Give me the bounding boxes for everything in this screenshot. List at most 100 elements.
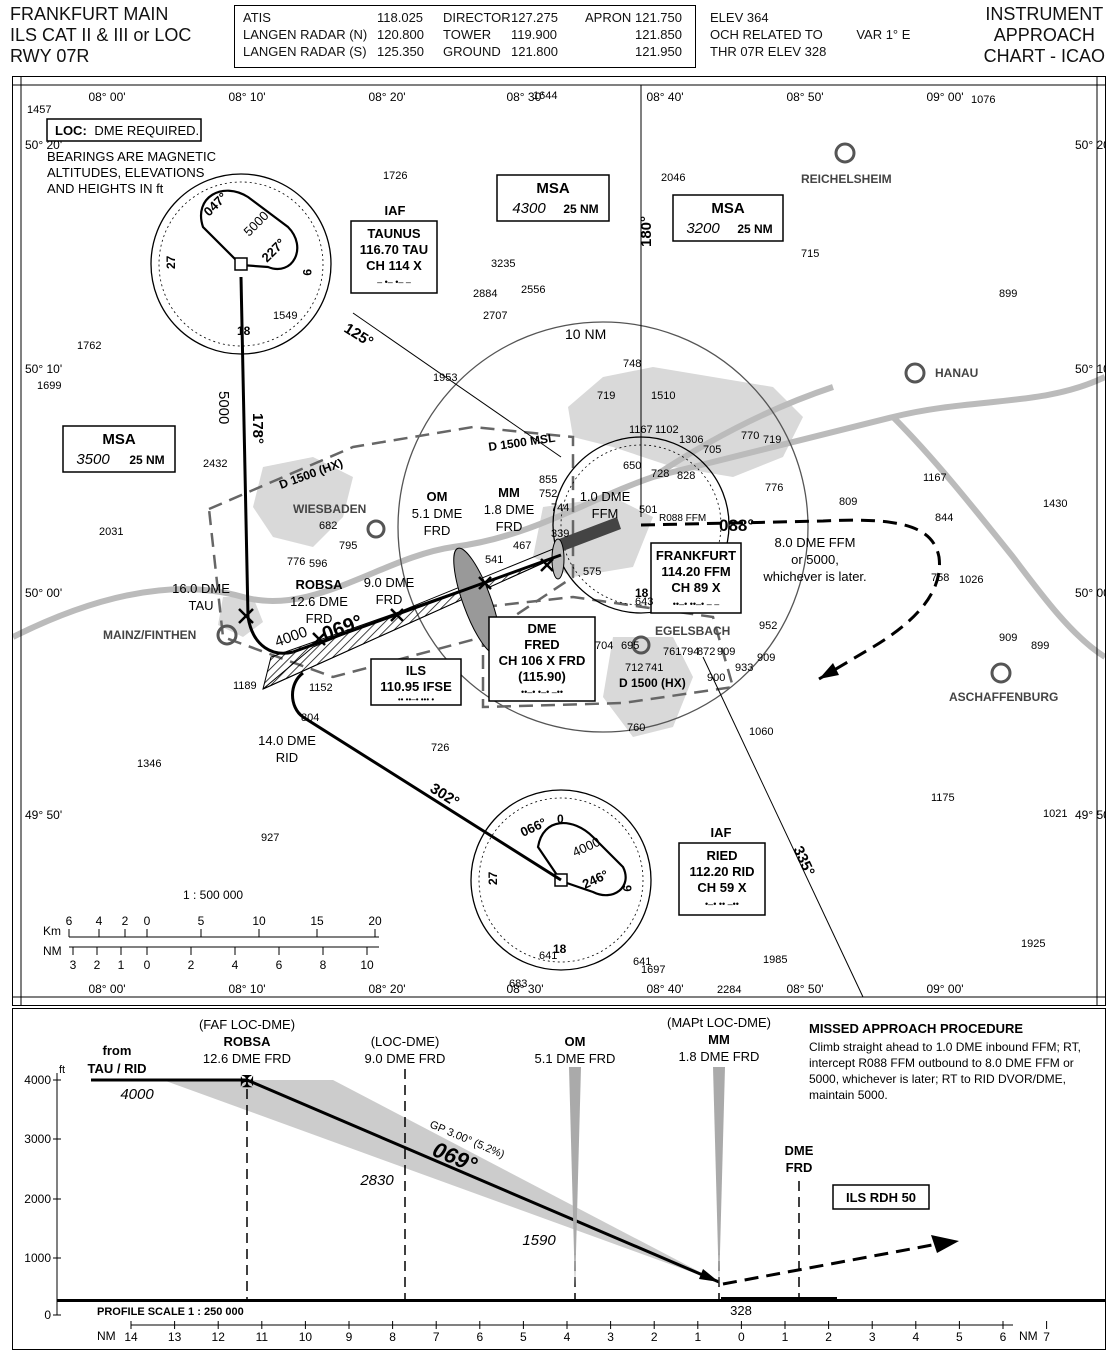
spot-elevation: 758 xyxy=(931,572,949,584)
profile-altitude: 2830 xyxy=(359,1172,394,1189)
dme-fix-label: FFM xyxy=(592,506,619,521)
spot-elevation: 1175 xyxy=(931,792,955,804)
bearing-note: BEARINGS ARE MAGNETIC ALTITUDES, ELEVATI… xyxy=(47,149,216,196)
elevation-block: ELEV 364 OCH RELATED TO VAR 1° E THR 07R… xyxy=(710,9,910,60)
missed-approach-text: Climb straight ahead to 1.0 DME inbound … xyxy=(809,1040,1081,1054)
restricted-areas xyxy=(207,425,735,709)
dme-frd-label: FRD xyxy=(786,1160,813,1175)
plan-view-svg: 08° 00' 08° 10' 08° 20' 08° 30' 08° 40' … xyxy=(13,77,1105,1005)
spot-elevation: 1167 xyxy=(923,472,947,484)
town-label: MAINZ/FINTHEN xyxy=(103,628,196,642)
spot-elevation: 719 xyxy=(763,434,781,446)
radial-label: R088 FFM xyxy=(659,513,706,524)
taunus-compass-rose: 18 27 9 047° 227° 5000 xyxy=(150,173,332,355)
glide-path-arrow xyxy=(699,1269,719,1282)
spot-elevation: 1152 xyxy=(309,682,333,694)
spot-elevation: 2556 xyxy=(521,284,545,296)
distance-tick-label: 4 xyxy=(912,1330,919,1344)
rivers xyxy=(13,374,1105,660)
om-beam xyxy=(569,1067,581,1289)
longitude-label: 08° 20' xyxy=(368,90,405,104)
spot-elevation: 828 xyxy=(677,470,695,482)
spot-elevation: 1726 xyxy=(383,170,407,182)
dme-fix-label: 14.0 DME xyxy=(258,733,316,748)
dme-fix-label: FRD xyxy=(376,592,403,607)
msa-altitude: 3200 xyxy=(686,220,720,237)
freq-value: 118.025 xyxy=(377,10,424,25)
chart-type: INSTRUMENT APPROACH CHART - ICAO xyxy=(984,4,1105,67)
missed-approach-climb xyxy=(722,1241,944,1286)
missed-approach-limit: or 5000, xyxy=(791,552,839,567)
longitude-label: 08° 40' xyxy=(646,90,683,104)
distance-unit: NM xyxy=(97,1329,116,1343)
om-label: OM xyxy=(427,489,448,504)
chart-title: FRANKFURT MAIN ILS CAT II & III or LOC R… xyxy=(10,4,191,67)
spot-elevation: 1167 xyxy=(629,424,653,436)
altitude-tick-label: 1000 xyxy=(24,1251,51,1265)
navaid-type: ILS xyxy=(406,663,427,678)
mapt-label: (MAPt LOC-DME) xyxy=(667,1015,771,1030)
nm-tick-label: 10 xyxy=(360,958,374,972)
ils-rdh-label: ILS RDH 50 xyxy=(846,1190,916,1205)
navaid-name: FRED xyxy=(524,637,559,652)
profile-altitude: 4000 xyxy=(120,1086,154,1103)
scale-unit: NM xyxy=(43,944,62,958)
km-tick-label: 20 xyxy=(368,914,382,928)
spot-elevation: 704 xyxy=(595,640,613,652)
longitude-label: 09° 00' xyxy=(926,90,963,104)
glide-path xyxy=(246,1078,720,1284)
spot-elevation: 2884 xyxy=(473,288,497,300)
aerodrome-elevation: ELEV 364 xyxy=(710,10,769,25)
vor-symbol xyxy=(234,257,248,271)
nm-tick-label: 3 xyxy=(70,958,77,972)
nm-tick-label: 2 xyxy=(188,958,195,972)
spot-elevation: 1102 xyxy=(655,424,679,436)
freq-name: GROUND xyxy=(443,44,501,59)
spot-elevation: 726 xyxy=(431,742,449,754)
longitude-label: 08° 40' xyxy=(646,982,683,996)
morse-ident: •• ••–• ••• • xyxy=(398,695,435,704)
navaid-channel: CH 114 X xyxy=(366,258,422,273)
freq-value: 121.950 xyxy=(635,44,682,59)
latitude-label: 50° 20' xyxy=(1075,138,1105,152)
longitude-label: 08° 10' xyxy=(228,982,265,996)
spot-elevation: 575 xyxy=(583,566,601,578)
mm-label: 1.8 DME xyxy=(484,502,535,517)
faf-label: (FAF LOC-DME) xyxy=(199,1017,295,1032)
spot-elevation: 795 xyxy=(339,540,357,552)
freq-name: TOWER xyxy=(443,27,492,42)
ten-nm-label: 10 NM xyxy=(565,326,606,342)
spot-elevation: 741 xyxy=(645,662,663,674)
compass-label: 9 xyxy=(620,885,634,892)
mm-beam xyxy=(713,1067,725,1289)
title-line: RWY 07R xyxy=(10,46,90,66)
distance-tick-label: 5 xyxy=(520,1330,527,1344)
msa-altitude: 3500 xyxy=(76,451,110,468)
glide-slope-shading xyxy=(163,1080,719,1282)
spot-elevation: 1925 xyxy=(1021,938,1045,950)
radial-label: 180° xyxy=(638,216,655,247)
spot-elevation: 596 xyxy=(309,558,327,570)
loc-dme-label: 9.0 DME FRD xyxy=(365,1051,446,1066)
spot-elevation: 909 xyxy=(757,652,775,664)
spot-elevation: 1697 xyxy=(641,964,665,976)
ten-nm-circle xyxy=(397,321,809,733)
km-tick-label: 15 xyxy=(310,914,324,928)
om-profile-label: OM xyxy=(565,1034,586,1049)
map-scale: 1 : 500 000 xyxy=(183,888,243,902)
missed-approach-text: intercept R088 FFM outbound to 8.0 DME F… xyxy=(809,1056,1074,1070)
distance-tick-label: 6 xyxy=(1000,1330,1007,1344)
spot-elevation: 1953 xyxy=(433,372,457,384)
freq-value: 119.900 xyxy=(511,27,558,42)
spot-elevation: 1549 xyxy=(273,310,297,322)
spot-elevation: 909 xyxy=(999,632,1017,644)
missed-approach-limit: 8.0 DME FFM xyxy=(775,535,856,550)
towns: REICHELSHEIM HANAU WIESBADEN MAINZ/FINTH… xyxy=(103,142,1058,704)
distance-tick-label: 10 xyxy=(299,1330,313,1344)
altitude-tick-label: 3000 xyxy=(24,1132,51,1146)
spot-elevation: 3235 xyxy=(491,258,515,270)
